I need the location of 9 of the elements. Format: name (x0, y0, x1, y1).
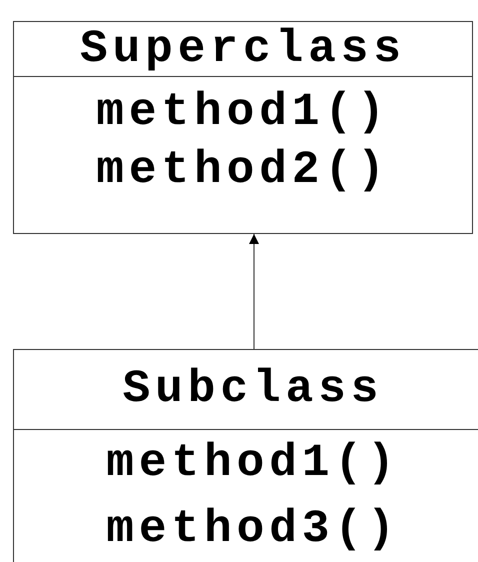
class-name: Subclass (14, 350, 478, 430)
class-name: Superclass (14, 22, 472, 77)
method-name: method2() (95, 143, 391, 198)
class-box (13, 21, 473, 234)
method-name: method1() (95, 85, 391, 140)
method-name: method1() (105, 436, 401, 491)
inheritance-arrow (249, 234, 259, 350)
class-box (13, 349, 478, 562)
method-name: method3() (105, 502, 401, 557)
